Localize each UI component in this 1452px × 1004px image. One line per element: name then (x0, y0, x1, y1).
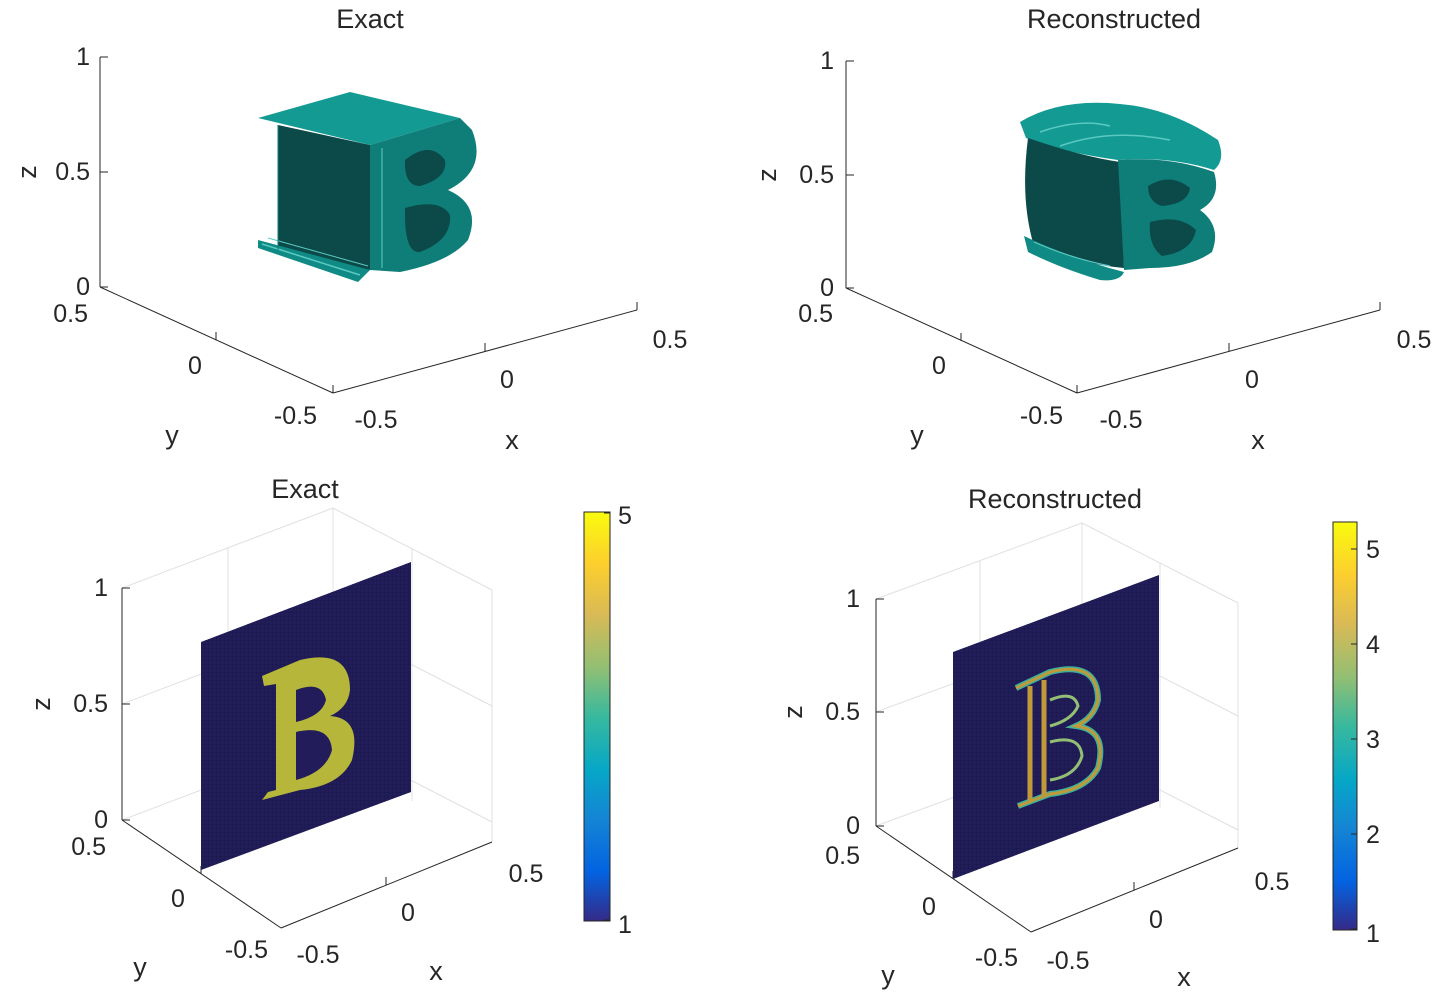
axes-lines (845, 60, 1381, 394)
slice-letter-b-reconstructed (1014, 666, 1104, 809)
colorbar-ticks (1351, 548, 1357, 930)
isosurface-letter-b-reconstructed (1020, 102, 1222, 281)
y-axis-label: y (910, 420, 924, 450)
y-tick: 0.5 (71, 833, 106, 861)
x-tick: 0 (1245, 366, 1259, 394)
y-tick: 0.5 (825, 842, 860, 870)
x-tick: -0.5 (354, 406, 397, 434)
colorbar-tick: 5 (1366, 536, 1380, 564)
z-tick: 0.5 (73, 690, 108, 718)
x-tick: -0.5 (1046, 947, 1089, 975)
y-tick: 0.5 (798, 300, 833, 328)
colorbar-tick: 5 (618, 502, 632, 530)
chart-title: Exact (336, 4, 404, 34)
z-axis-label: z (12, 165, 42, 179)
x-axis-label: x (1251, 425, 1265, 455)
x-tick: -0.5 (296, 941, 339, 969)
y-tick: 0.5 (53, 300, 88, 328)
z-tick: 1 (820, 47, 834, 75)
z-tick: 0.5 (799, 161, 834, 189)
z-tick: 0 (94, 806, 108, 834)
chart-title: Reconstructed (968, 484, 1142, 514)
x-axis-label: x (505, 425, 519, 455)
panel-exact-surface: Exact 1 0.5 0 z 0.5 0 -0.5 y -0.5 0 0.5 … (12, 4, 687, 455)
x-axis-line (332, 309, 638, 394)
isosurface-letter-b (258, 92, 477, 282)
slice-letter-b (262, 657, 355, 800)
y-axis-label: y (133, 952, 147, 982)
y-tick: -0.5 (274, 402, 317, 430)
z-tick: 0 (820, 274, 834, 302)
colorbar-tick: 4 (1366, 631, 1380, 659)
colorbar-tick: 1 (1366, 920, 1380, 948)
z-tick: 1 (76, 43, 90, 71)
x-tick: 0 (401, 899, 415, 927)
slice-mesh (953, 575, 1159, 879)
x-tick: 0.5 (509, 860, 544, 888)
z-tick: 0.5 (55, 158, 90, 186)
chart-title: Reconstructed (1027, 4, 1201, 34)
z-axis-label: z (778, 705, 808, 719)
z-tick: 1 (94, 574, 108, 602)
z-axis-label: z (752, 168, 782, 182)
y-tick: -0.5 (225, 936, 268, 964)
z-tick: 0 (76, 273, 90, 301)
x-tick: 0 (500, 366, 514, 394)
x-tick: -0.5 (1099, 406, 1142, 434)
x-axis-label: x (1177, 962, 1191, 992)
x-tick: 0.5 (1397, 326, 1432, 354)
panel-exact-slice: Exact 1 (26, 474, 632, 986)
z-axis-label: z (26, 697, 56, 711)
colorbar-tick: 3 (1366, 726, 1380, 754)
x-tick: 0.5 (653, 326, 688, 354)
y-tick: 0 (188, 352, 202, 380)
x-tick: 0 (1149, 906, 1163, 934)
y-tick: 0 (932, 352, 946, 380)
axes-lines (875, 598, 1239, 933)
z-tick: 0.5 (825, 698, 860, 726)
panel-reconstructed-slice: Reconstructed (778, 484, 1380, 992)
axes-lines (99, 56, 638, 394)
colorbar (583, 511, 611, 922)
colorbar-ticks (604, 512, 610, 921)
panel-reconstructed-surface: Reconstructed 1 0.5 0 z 0.5 0 -0.5 y -0.… (752, 4, 1431, 455)
x-tick: 0.5 (1255, 868, 1290, 896)
y-tick: 0 (922, 893, 936, 921)
y-tick: -0.5 (975, 944, 1018, 972)
colorbar-tick: 1 (618, 911, 632, 939)
chart-title: Exact (271, 474, 339, 504)
y-tick: -0.5 (1020, 402, 1063, 430)
colorbar-tick: 2 (1366, 821, 1380, 849)
z-tick: 0 (846, 812, 860, 840)
y-axis-label: y (881, 960, 895, 990)
z-tick: 1 (846, 585, 860, 613)
colorbar (1332, 521, 1358, 931)
y-axis-label: y (165, 420, 179, 450)
x-axis-label: x (429, 956, 443, 986)
y-tick: 0 (171, 885, 185, 913)
